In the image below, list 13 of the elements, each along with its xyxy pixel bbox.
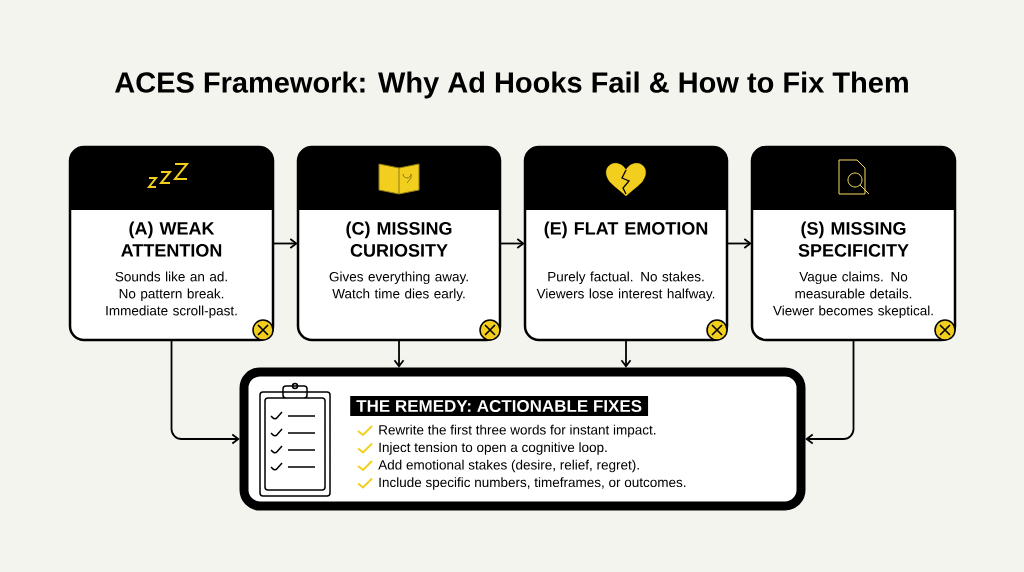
arrow xyxy=(805,339,855,445)
arrow xyxy=(499,238,525,249)
arrow xyxy=(393,339,405,368)
remedy-box: THE REMEDY: ACTIONABLE FIXES Rewrite the first three words for instant impact. Inject tension to open a cognitive loop. Add emotional stakes (desire, relief, regret). Include specific numbers, timeframes, or outcomes. xyxy=(239,367,806,511)
problem-card: (E) FLAT EMOTION Purely factual. No stakes. Viewers lose interest halfway. xyxy=(523,145,729,342)
arrow xyxy=(620,339,632,368)
title: ACES Framework: Why Ad Hooks Fail & How to Fix Them xyxy=(115,71,908,99)
problem-card: (C) MISSING CURIOSITY Gives everything away. Watch time dies early. xyxy=(296,145,502,342)
arrow xyxy=(170,339,240,445)
problem-card: (A) WEAK ATTENTION Sounds like an ad. No pattern break. Immediate scroll-past. xyxy=(68,145,275,342)
arrow xyxy=(726,238,752,249)
arrow xyxy=(272,238,298,249)
problem-card: (S) MISSING SPECIFICITY Vague claims. No measurable details. Viewer becomes skeptical. xyxy=(750,145,957,342)
